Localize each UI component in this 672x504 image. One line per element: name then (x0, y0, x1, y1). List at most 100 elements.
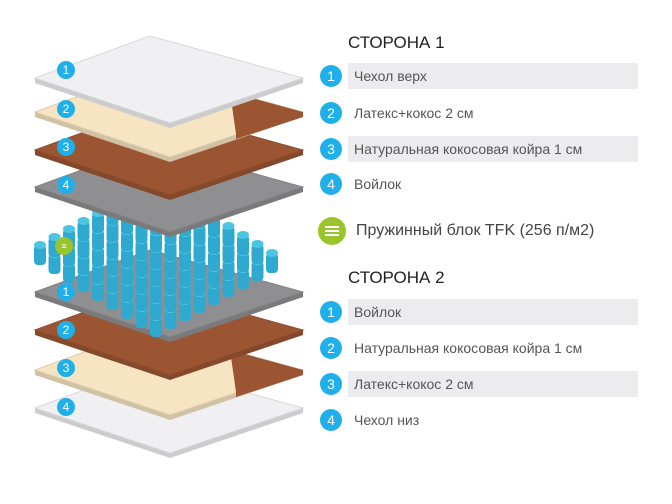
item-label: Войлок (354, 304, 402, 320)
spring (150, 283, 162, 303)
item-label: Латекс+кокос 2 см (354, 105, 474, 121)
spring (77, 221, 90, 241)
number-badge: 3 (320, 138, 342, 160)
spring (150, 249, 162, 269)
side1-item: 2 Латекс+кокос 2 см (320, 100, 640, 126)
side2-title: СТОРОНА 2 (348, 268, 445, 287)
spring-top (237, 231, 249, 239)
spring (92, 213, 104, 233)
side2-item: 4 Чехол низ (320, 407, 640, 433)
spring (92, 281, 104, 301)
layer-badge: 4 (57, 398, 75, 416)
spring (48, 254, 61, 274)
spring (121, 231, 133, 251)
spring (237, 235, 249, 255)
item-label: Чехол верх (354, 68, 427, 84)
spring (150, 266, 162, 286)
spring (179, 267, 191, 287)
spring-top (63, 225, 75, 233)
spring (193, 293, 206, 313)
spring (92, 264, 104, 284)
spring (77, 255, 90, 275)
spring (251, 261, 264, 281)
spring (179, 284, 191, 304)
spring (164, 241, 177, 261)
side1-title: СТОРОНА 1 (348, 33, 445, 52)
side1-item: 4 Войлок (320, 171, 640, 197)
spring (63, 263, 75, 283)
spring-top (77, 217, 90, 225)
spring (106, 273, 119, 293)
spring (106, 290, 119, 310)
spring (34, 245, 46, 265)
spring (121, 248, 133, 268)
spring (208, 285, 220, 305)
spring (164, 275, 177, 295)
spring (222, 277, 235, 297)
number-badge: 4 (320, 409, 342, 431)
spring (150, 317, 162, 337)
spring (92, 247, 104, 267)
spring (106, 256, 119, 276)
spring (135, 291, 148, 311)
number-badge: 1 (320, 65, 342, 87)
spring (222, 260, 235, 280)
side2-item: 2 Натуральная кокосовая койра 1 см (320, 335, 640, 361)
spring (208, 234, 220, 254)
item-label: Латекс+кокос 2 см (354, 376, 474, 392)
spring (92, 230, 104, 250)
number-badge: 1 (320, 301, 342, 323)
spring-top (222, 222, 235, 230)
spring-top (266, 249, 278, 257)
item-label: Натуральная кокосовая койра 1 см (354, 340, 583, 356)
spring (222, 226, 235, 246)
number-badge: 3 (320, 373, 342, 395)
top-cover-layer (33, 35, 305, 124)
layer-badge: 3 (57, 138, 75, 156)
spring (106, 222, 119, 242)
item-label: Войлок (354, 176, 402, 192)
number-badge: 4 (320, 173, 342, 195)
spring (222, 243, 235, 263)
layer-badge: 2 (57, 100, 75, 118)
spring (150, 232, 162, 252)
spring (208, 268, 220, 288)
number-badge: 2 (320, 102, 342, 124)
spring-block-icon (318, 217, 346, 245)
spring (164, 258, 177, 278)
spring (77, 238, 90, 258)
spring-block-label: Пружинный блок TFK (256 п/м2) (356, 222, 595, 239)
layer-badge: 1 (57, 283, 75, 301)
layer-badge: 3 (57, 359, 75, 377)
spring (193, 225, 206, 245)
spring (150, 300, 162, 320)
bottom-latex-layer-coco-part (230, 350, 303, 397)
spring-badge-icon: ≡ (55, 237, 73, 255)
spring (193, 259, 206, 279)
spring (179, 250, 191, 270)
spring (179, 301, 191, 321)
item-label: Чехол низ (354, 412, 420, 428)
side1-item: 1 Чехол верх (320, 63, 640, 89)
spring (193, 276, 206, 296)
spring (208, 251, 220, 271)
spring (237, 269, 249, 289)
spring (179, 233, 191, 253)
spring (106, 239, 119, 259)
side2-item: 3 Латекс+кокос 2 см (320, 371, 640, 397)
spring (193, 242, 206, 262)
layer-badge: 4 (57, 176, 75, 194)
layer-badge: 2 (57, 321, 75, 339)
layer-badge: 1 (57, 61, 75, 79)
number-badge: 2 (320, 337, 342, 359)
spring (251, 244, 264, 264)
spring (121, 282, 133, 302)
side1-item: 3 Натуральная кокосовая койра 1 см (320, 136, 640, 162)
top-latex-layer-coco-part (230, 92, 303, 139)
spring (164, 292, 177, 312)
spring-top (251, 240, 264, 248)
spring (266, 253, 278, 273)
item-label: Натуральная кокосовая койра 1 см (354, 141, 583, 157)
